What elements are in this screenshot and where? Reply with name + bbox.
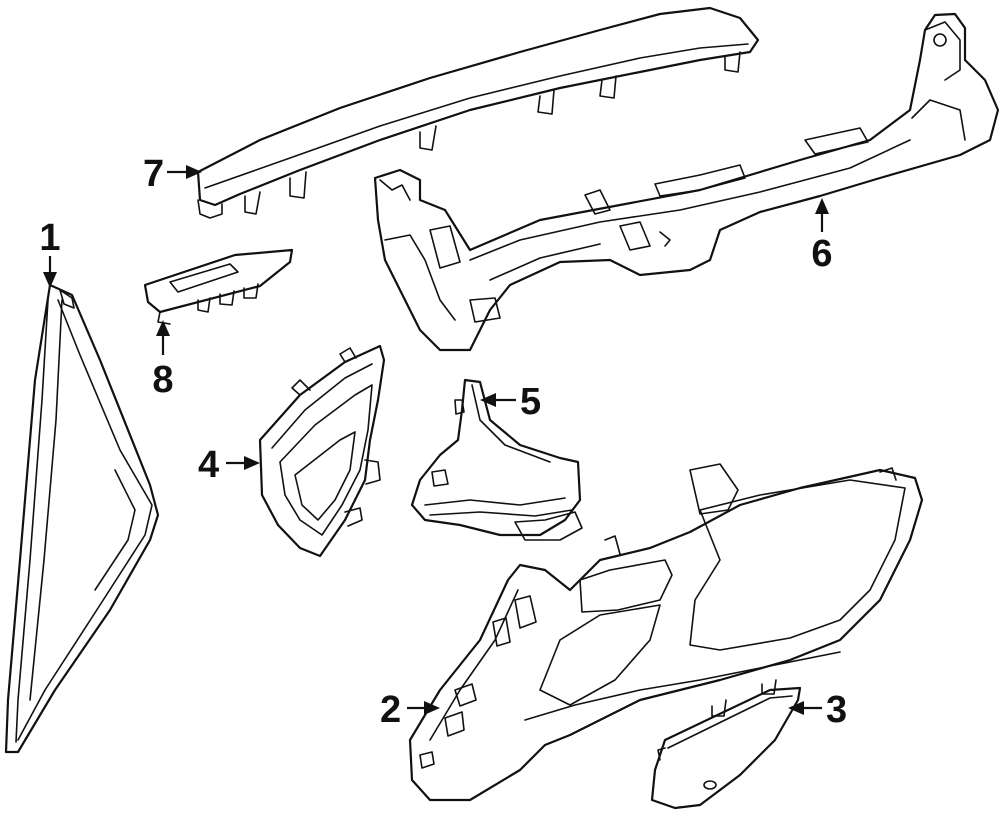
arrowhead-6 — [815, 198, 829, 214]
part-8-switch-bezel — [143, 248, 294, 325]
callout-8: 8 — [152, 359, 173, 401]
part-5-center-bracket — [410, 378, 583, 541]
callout-labels: 1 2 3 4 5 6 7 8 — [39, 153, 847, 731]
arrowhead-7 — [186, 165, 202, 179]
part-1-pillar-trim — [4, 283, 160, 754]
part-7-upper-trim — [196, 6, 760, 219]
arrowhead-2 — [424, 701, 440, 715]
arrowhead-4 — [244, 456, 260, 470]
callout-1: 1 — [39, 217, 60, 259]
callout-2: 2 — [380, 689, 401, 731]
arrowhead-8 — [156, 320, 170, 336]
arrowhead-3 — [788, 701, 804, 715]
callout-leaders — [43, 165, 829, 715]
part-3-cover-panel — [650, 679, 802, 810]
callout-4: 4 — [198, 444, 219, 486]
part-4-vent-bezel — [258, 344, 386, 558]
part-2-lower-panel — [408, 463, 924, 802]
callout-6: 6 — [811, 233, 832, 275]
arrowhead-1 — [43, 272, 57, 288]
callout-7: 7 — [143, 153, 164, 195]
arrowhead-5 — [480, 393, 496, 407]
callout-5: 5 — [520, 381, 541, 423]
callout-3: 3 — [826, 689, 847, 731]
part-6-dash-carrier — [373, 12, 1000, 352]
